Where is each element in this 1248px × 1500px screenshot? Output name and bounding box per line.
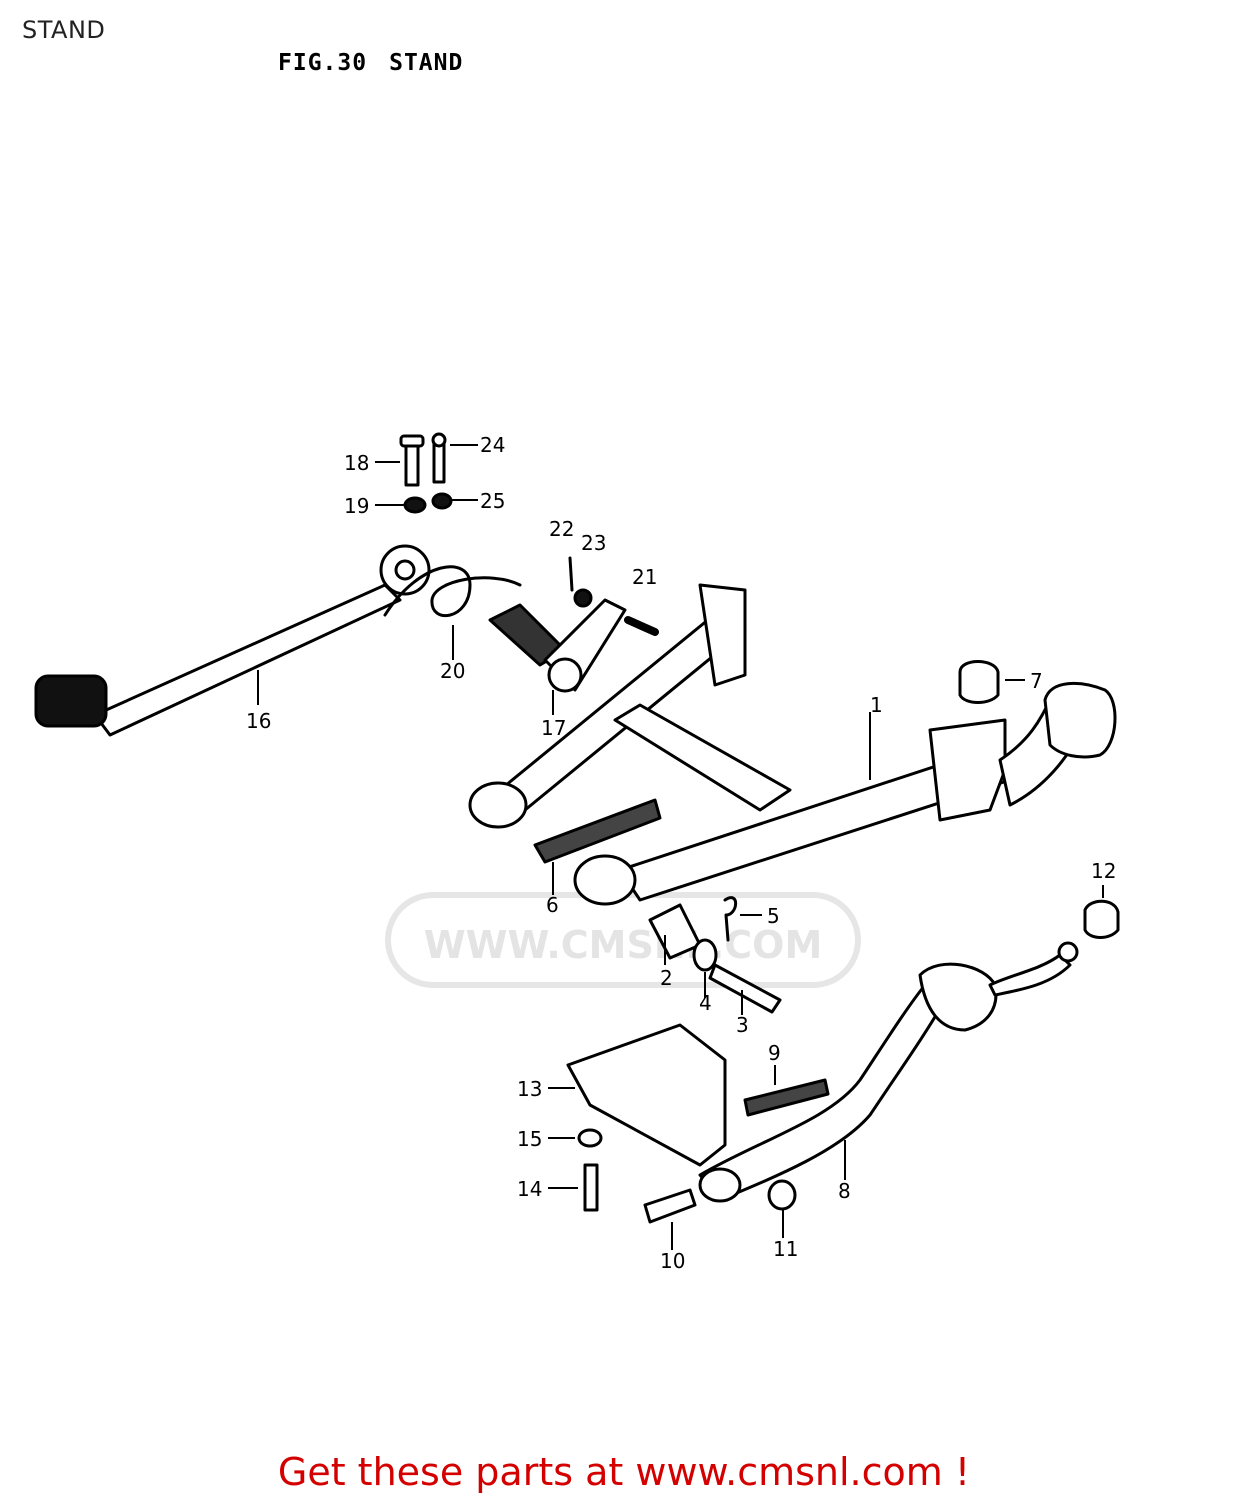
callout-labels: 1 2 3 4 5 6 6 7 8 9 10 11 12 13 14 15 16… xyxy=(246,433,1116,1273)
callout-1: 1 xyxy=(870,693,883,717)
callout-12: 12 xyxy=(1091,859,1116,883)
washer-4 xyxy=(692,938,718,972)
callout-9: 9 xyxy=(768,1041,781,1065)
figure-number: FIG.30 xyxy=(278,50,368,76)
callout-23: 23 xyxy=(581,531,606,555)
callout-19: 19 xyxy=(344,494,369,518)
callout-21: 21 xyxy=(632,565,657,589)
bolt-24 xyxy=(431,432,447,484)
callout-5: 5 xyxy=(767,904,780,928)
callout-25: 25 xyxy=(480,489,505,513)
callout-7: 7 xyxy=(1030,669,1043,693)
callout-11: 11 xyxy=(773,1237,798,1261)
washer-15 xyxy=(577,1128,603,1148)
callout-17: 17 xyxy=(541,716,566,740)
center-stand xyxy=(468,583,1117,906)
callout-8: 8 xyxy=(838,1179,851,1203)
callout-14: 14 xyxy=(517,1177,542,1201)
callout-13: 13 xyxy=(517,1077,542,1101)
watermark-text: WWW.CMSNL.COM xyxy=(424,923,823,967)
side-stand xyxy=(698,941,1079,1203)
callout-2: 2 xyxy=(660,966,673,990)
brake-pedal xyxy=(34,544,431,737)
nut-19 xyxy=(403,496,427,514)
bracket-13 xyxy=(566,1023,727,1167)
callout-15: 15 xyxy=(517,1127,542,1151)
callout-4: 4 xyxy=(699,991,712,1015)
nut-11 xyxy=(767,1179,797,1211)
washer-23 xyxy=(573,588,593,608)
bolt-14 xyxy=(583,1163,599,1212)
pin-21 xyxy=(624,616,659,636)
callout-6: 6 xyxy=(546,893,559,917)
callout-10: 10 xyxy=(660,1249,685,1273)
page-label: STAND xyxy=(22,16,106,44)
bolt-3 xyxy=(708,963,782,1014)
footer-promo-text[interactable]: Get these parts at www.cmsnl.com ! xyxy=(277,1450,971,1494)
spring-9 xyxy=(743,1078,830,1117)
callout-16: 16 xyxy=(246,709,271,733)
stopper-12 xyxy=(1083,899,1120,939)
nut-25 xyxy=(431,492,453,510)
figure-name: STAND xyxy=(389,50,464,76)
stand-spring-6 xyxy=(533,798,662,864)
callout-3: 3 xyxy=(736,1013,749,1037)
bolt-18 xyxy=(399,434,425,487)
callout-20: 20 xyxy=(440,659,465,683)
callout-6b: 6 xyxy=(610,1041,623,1065)
parts-diagram: WWW.CMSNL.COM xyxy=(34,432,1120,1273)
callout-24: 24 xyxy=(480,433,505,457)
callout-18: 18 xyxy=(344,451,369,475)
callout-22: 22 xyxy=(549,517,574,541)
cotter-pin-22 xyxy=(568,556,574,592)
watermark: WWW.CMSNL.COM xyxy=(385,892,861,988)
brake-shaft xyxy=(488,598,627,693)
clip-5 xyxy=(723,896,738,942)
return-spring xyxy=(383,565,522,617)
bolt-10 xyxy=(643,1188,697,1224)
stopper-7 xyxy=(958,660,1000,704)
figure-title: FIG.30 STAND xyxy=(278,50,463,76)
